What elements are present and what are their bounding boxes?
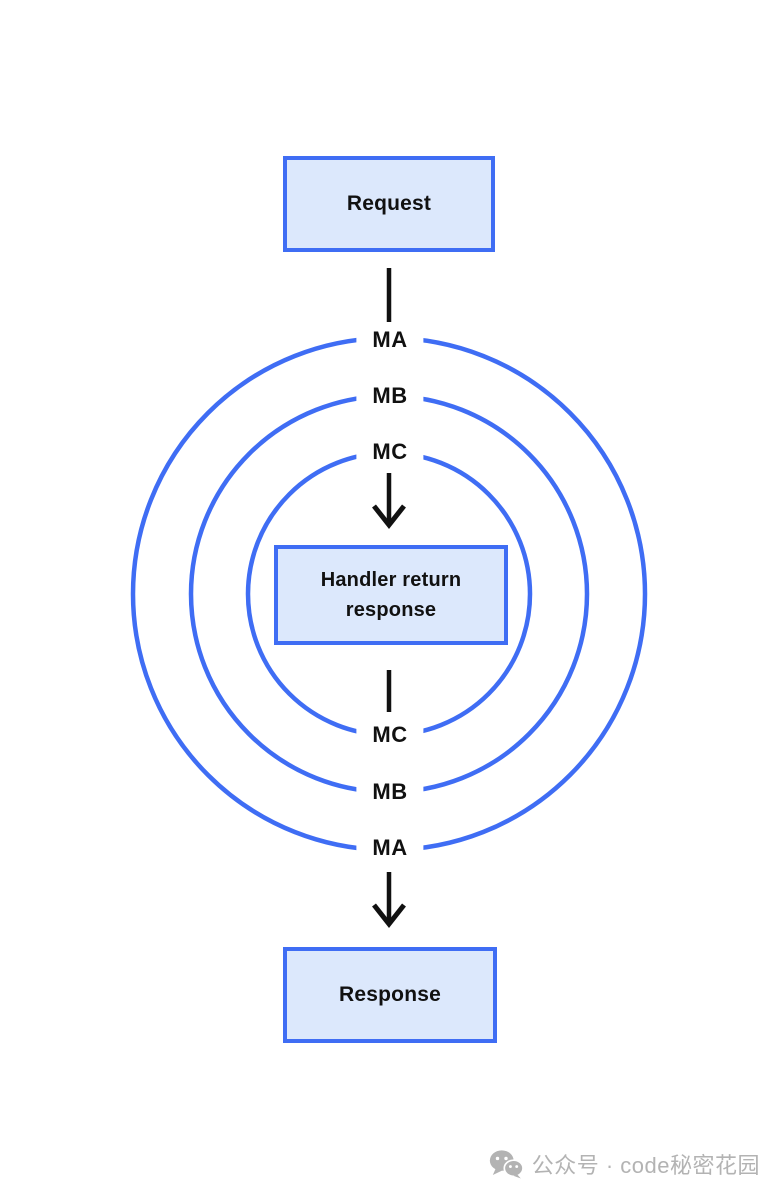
wechat-icon bbox=[489, 1150, 523, 1179]
watermark: 公众号 · code秘密花园 bbox=[489, 1148, 760, 1180]
ring-label-bottom-ma: MA bbox=[356, 833, 424, 863]
ring-label-top-ma: MA bbox=[356, 325, 424, 355]
request-box: Request bbox=[283, 156, 495, 252]
ring-label-top-mc: MC bbox=[356, 437, 424, 467]
handler-label: Handler return response bbox=[320, 569, 462, 621]
arrowhead-into-handler bbox=[372, 504, 406, 530]
watermark-text: 公众号 · code秘密花园 bbox=[531, 1153, 760, 1178]
response-box: Response bbox=[283, 947, 497, 1043]
arrowhead-into-response bbox=[372, 903, 406, 929]
response-label: Response bbox=[339, 983, 441, 1006]
ring-label-bottom-mb: MB bbox=[356, 777, 424, 807]
ring-label-top-mb: MB bbox=[356, 381, 424, 411]
ring-label-bottom-mc: MC bbox=[356, 720, 424, 750]
request-label: Request bbox=[346, 192, 432, 215]
handler-box: Handler return response bbox=[274, 545, 508, 645]
